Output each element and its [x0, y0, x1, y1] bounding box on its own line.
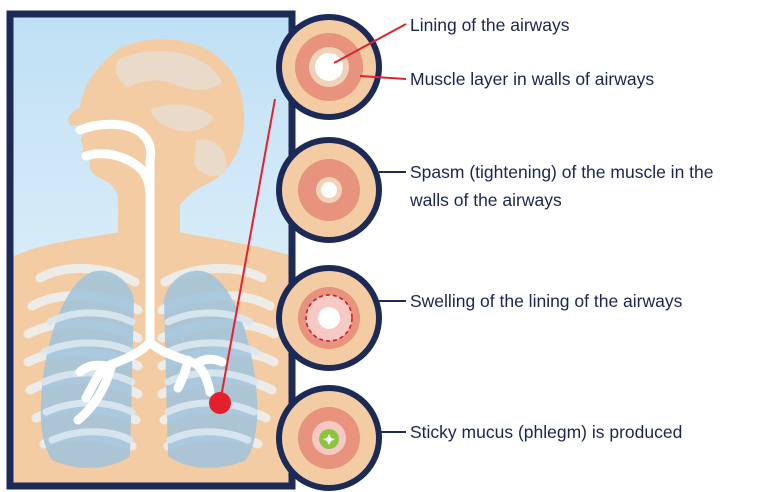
- airway-spasm-circle: [279, 140, 379, 240]
- label-spasm-line-2: walls of the airways: [409, 190, 562, 210]
- label-mucus: Sticky mucus (phlegm) is produced: [410, 422, 682, 442]
- narrowed-lumen: [321, 182, 337, 198]
- labels: Lining of the airways Muscle layer in wa…: [409, 15, 714, 442]
- label-lining: Lining of the airways: [410, 15, 570, 35]
- airway-lumen: [315, 53, 343, 81]
- label-muscle: Muscle layer in walls of airways: [410, 69, 654, 89]
- label-spasm-line-1: Spasm (tightening) of the muscle in the: [410, 162, 714, 182]
- airway-lumen: [318, 307, 340, 329]
- body-panel: [10, 14, 292, 492]
- label-swelling: Swelling of the lining of the airways: [410, 291, 683, 311]
- airway-swelling-circle: [279, 268, 379, 368]
- red-pointer-dot-icon: [209, 392, 231, 414]
- airway-normal-circle: [279, 17, 379, 117]
- airway-mucus-circle: [279, 388, 379, 488]
